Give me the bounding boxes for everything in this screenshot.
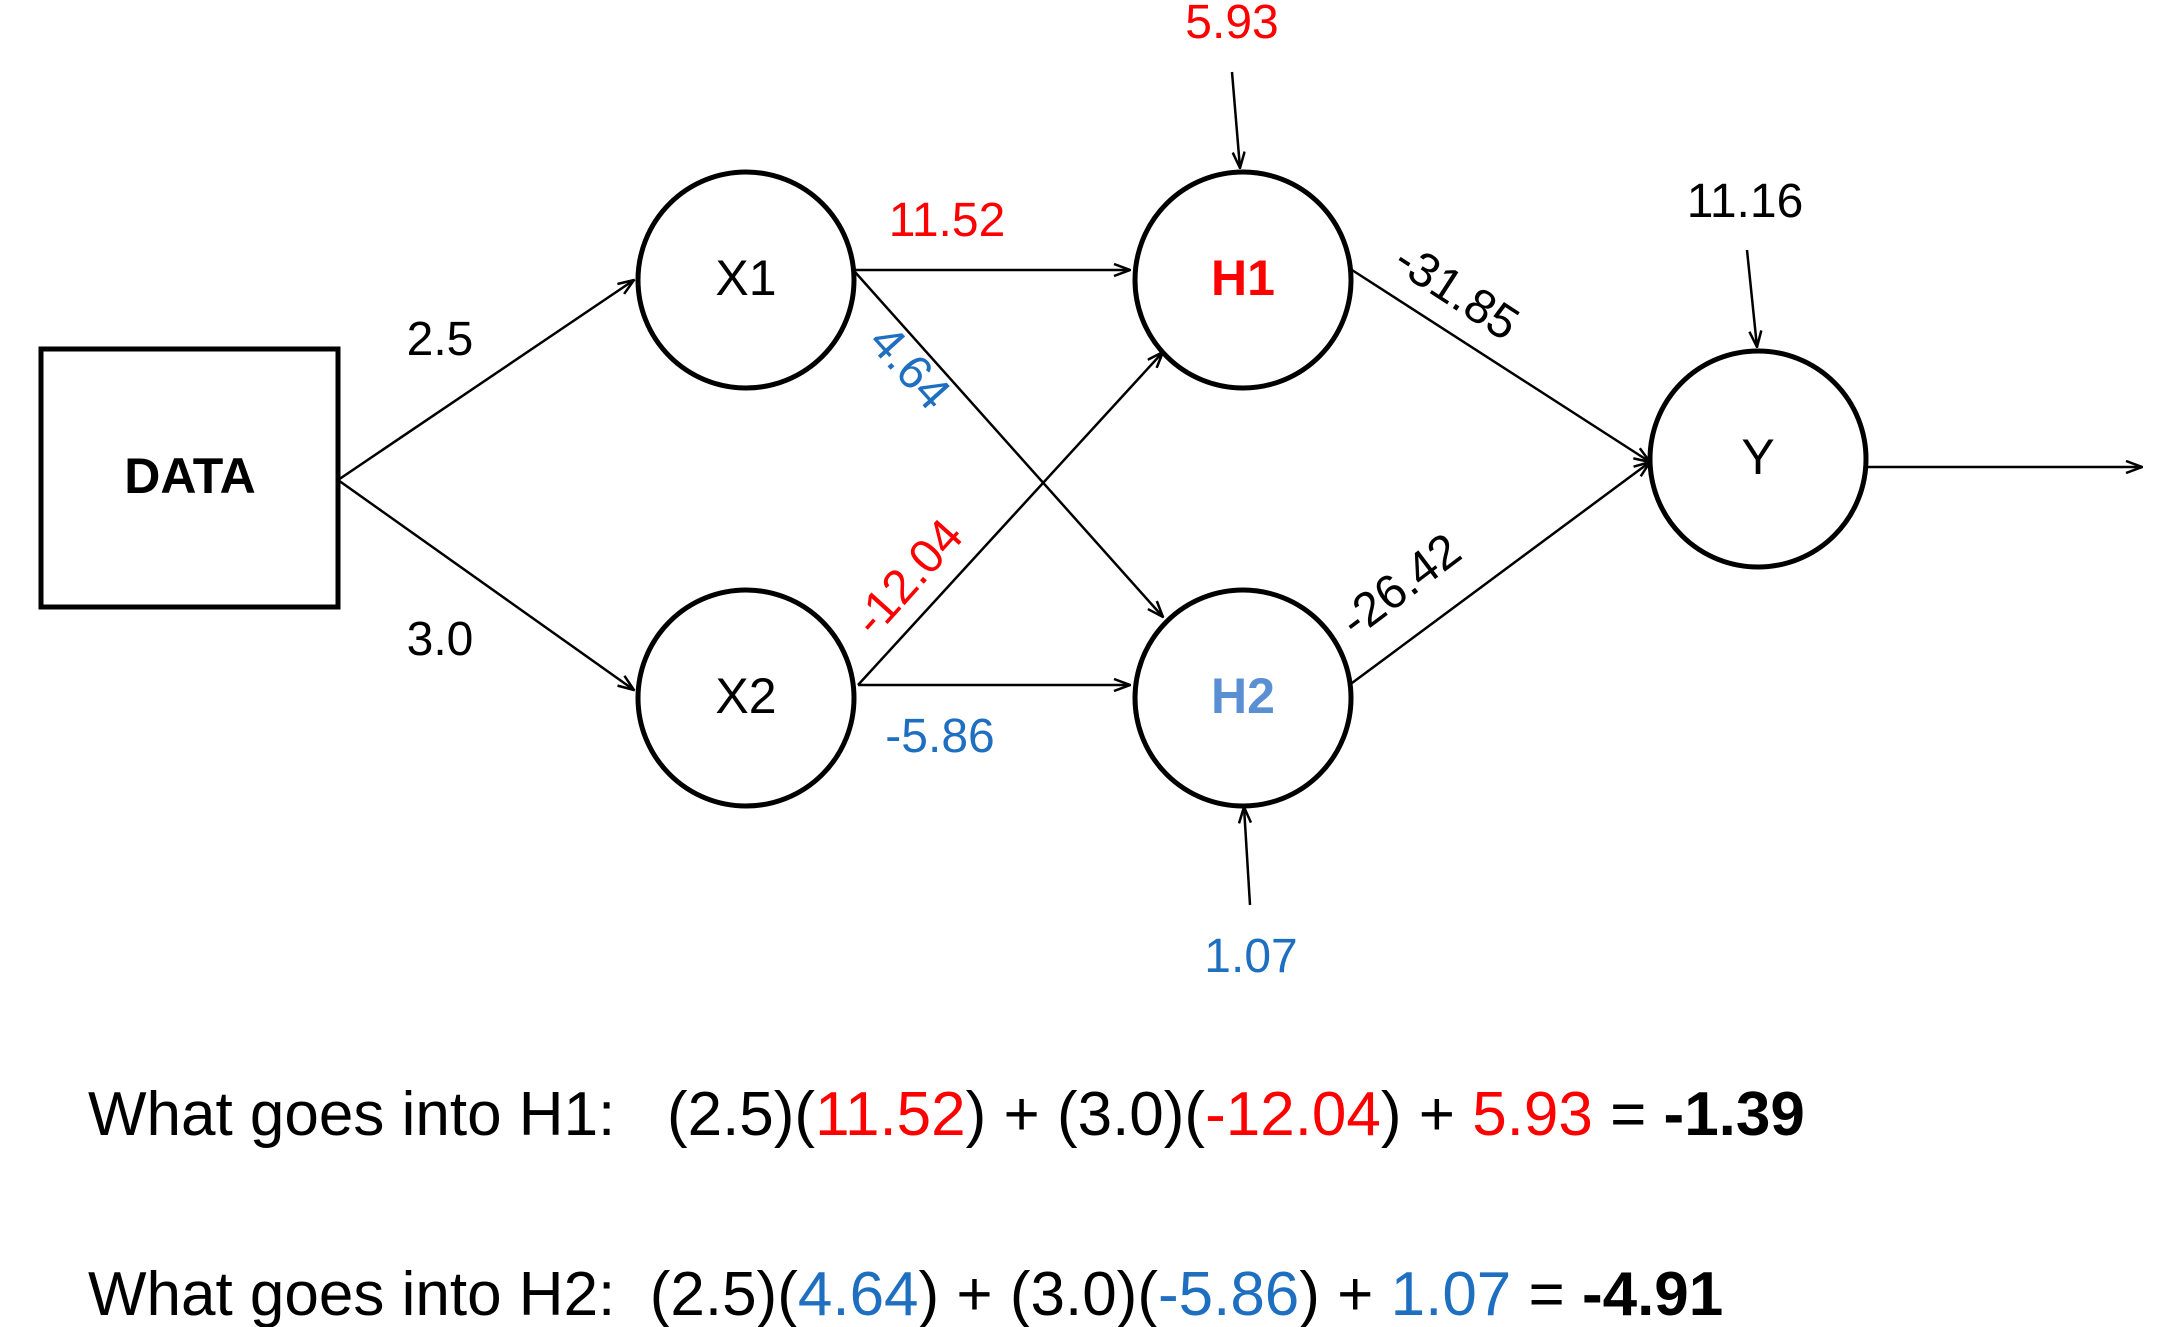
formula-h2-weight2: -5.86	[1158, 1260, 1299, 1327]
weight-x2-h2: -5.86	[885, 710, 994, 763]
formula-h2-bias: 1.07	[1391, 1260, 1512, 1327]
formula-h2-mid1: ) + (3.0)(	[919, 1260, 1159, 1327]
node-x1	[635, 169, 857, 391]
node-x2	[635, 587, 857, 809]
node-h1-label: H1	[1211, 250, 1275, 306]
node-h2	[1132, 587, 1354, 809]
formula-h1-bias: 5.93	[1472, 1080, 1593, 1149]
formula-h2-prefix: What goes into H2: (2.5)(	[88, 1260, 798, 1327]
bias-arrow-h2	[1244, 807, 1250, 906]
data-box	[38, 346, 341, 610]
edge-data-x1	[337, 280, 634, 482]
formula-h1-weight1: 11.52	[815, 1080, 966, 1149]
node-h2-label: H2	[1211, 668, 1275, 724]
bias-y: 11.16	[1687, 175, 1804, 228]
edge-x1-h2	[854, 271, 1163, 617]
weight-x2-h1: -12.04	[843, 509, 973, 646]
formula-h2-equals: =	[1511, 1260, 1582, 1327]
weight-data-x1: 2.5	[407, 313, 474, 366]
formula-h1-prefix: What goes into H1: (2.5)(	[88, 1080, 815, 1149]
node-h1	[1132, 169, 1354, 391]
bias-arrow-h1	[1230, 71, 1240, 168]
formula-h1: What goes into H1: (2.5)(11.52) + (3.0)(…	[88, 1080, 1805, 1149]
bias-arrow-y	[1745, 249, 1757, 347]
node-x1-label: X1	[715, 250, 776, 306]
bias-h1: 5.93	[1185, 0, 1278, 49]
weight-h1-y: -31.85	[1385, 233, 1528, 352]
formula-h2-weight1: 4.64	[798, 1260, 919, 1327]
edge-x2-h1	[857, 352, 1163, 686]
formula-h1-weight2: -12.04	[1205, 1080, 1381, 1149]
node-y	[1647, 348, 1869, 570]
node-x2-label: X2	[715, 668, 776, 724]
weight-data-x2: 3.0	[407, 613, 474, 666]
edge-h2-y	[1351, 462, 1650, 685]
node-y-label: Y	[1741, 429, 1774, 485]
formula-h1-result: -1.39	[1664, 1080, 1805, 1149]
formula-h1-mid2: ) +	[1381, 1080, 1472, 1149]
edge-h1-y	[1351, 268, 1650, 462]
formula-h2-mid2: ) +	[1299, 1260, 1390, 1327]
formula-h1-equals: =	[1593, 1080, 1664, 1149]
weight-x1-h1: 11.52	[889, 194, 1006, 247]
formula-h1-mid1: ) + (3.0)(	[966, 1080, 1206, 1149]
data-box-label: DATA	[124, 448, 255, 504]
weight-h2-y: -26.42	[1330, 524, 1471, 648]
bias-h2: 1.07	[1204, 930, 1297, 983]
formula-h2: What goes into H2: (2.5)(4.64) + (3.0)(-…	[88, 1260, 1723, 1327]
formula-h2-result: -4.91	[1582, 1260, 1723, 1327]
edge-data-x2	[337, 478, 634, 690]
weight-x1-h2: 4.64	[859, 315, 961, 420]
